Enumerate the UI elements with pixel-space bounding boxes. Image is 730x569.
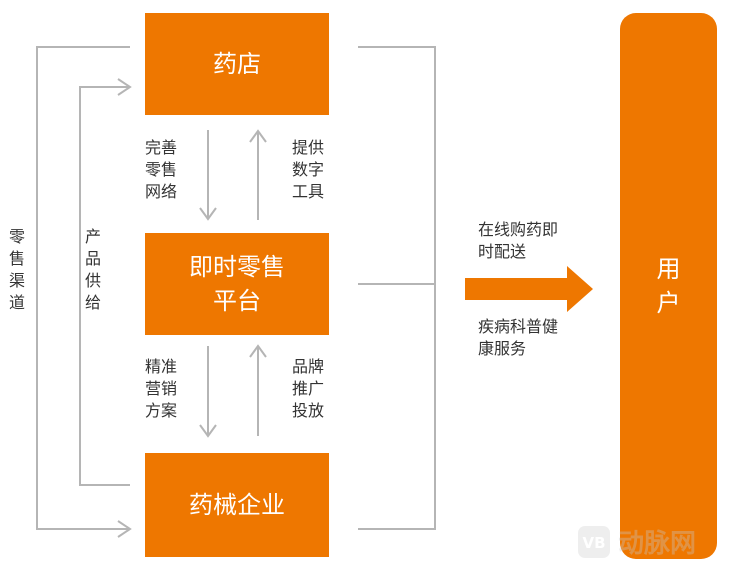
enterprise-label: 药械企业	[189, 491, 285, 519]
improve-network-arrowhead	[199, 207, 217, 221]
retail-channel-arrowhead	[117, 520, 132, 538]
watermark: VB 动脉网	[576, 522, 724, 562]
user-node: 用户	[620, 13, 717, 559]
retail-channel-line	[36, 46, 130, 530]
svg-text:动脉网: 动脉网	[618, 529, 696, 559]
retail-channel-label: 零售渠道	[8, 227, 25, 312]
svg-text:VB: VB	[582, 534, 605, 552]
user-label: 用户	[656, 255, 681, 317]
digital-tools-arrowhead	[249, 129, 267, 143]
watermark-logo: VB 动脉网	[578, 526, 696, 559]
platform-label: 即时零售平台	[189, 253, 285, 315]
improve-network-label: 完善零售网络	[144, 138, 177, 201]
pharmacy-node: 药店	[145, 13, 329, 115]
user-service-arrow	[465, 266, 593, 312]
platform-node: 即时零售平台	[145, 233, 329, 335]
enterprise-node: 药械企业	[145, 453, 329, 557]
marketing-plan-label: 精准营销方案	[144, 357, 177, 420]
pharmacy-label: 药店	[213, 50, 261, 78]
brand-arrowhead	[249, 344, 267, 358]
product-supply-label: 产品供给	[84, 227, 101, 312]
product-supply-line	[79, 86, 130, 486]
brand-placement-label: 品牌推广投放	[291, 357, 324, 420]
right-bracket-line	[358, 46, 436, 530]
disease-education-label: 疾病科普健康服务	[478, 317, 559, 358]
marketing-arrowhead	[199, 424, 217, 438]
online-purchase-label: 在线购药即时配送	[478, 220, 559, 261]
digital-tools-label: 提供数字工具	[291, 138, 324, 201]
product-supply-arrowhead	[117, 78, 132, 96]
